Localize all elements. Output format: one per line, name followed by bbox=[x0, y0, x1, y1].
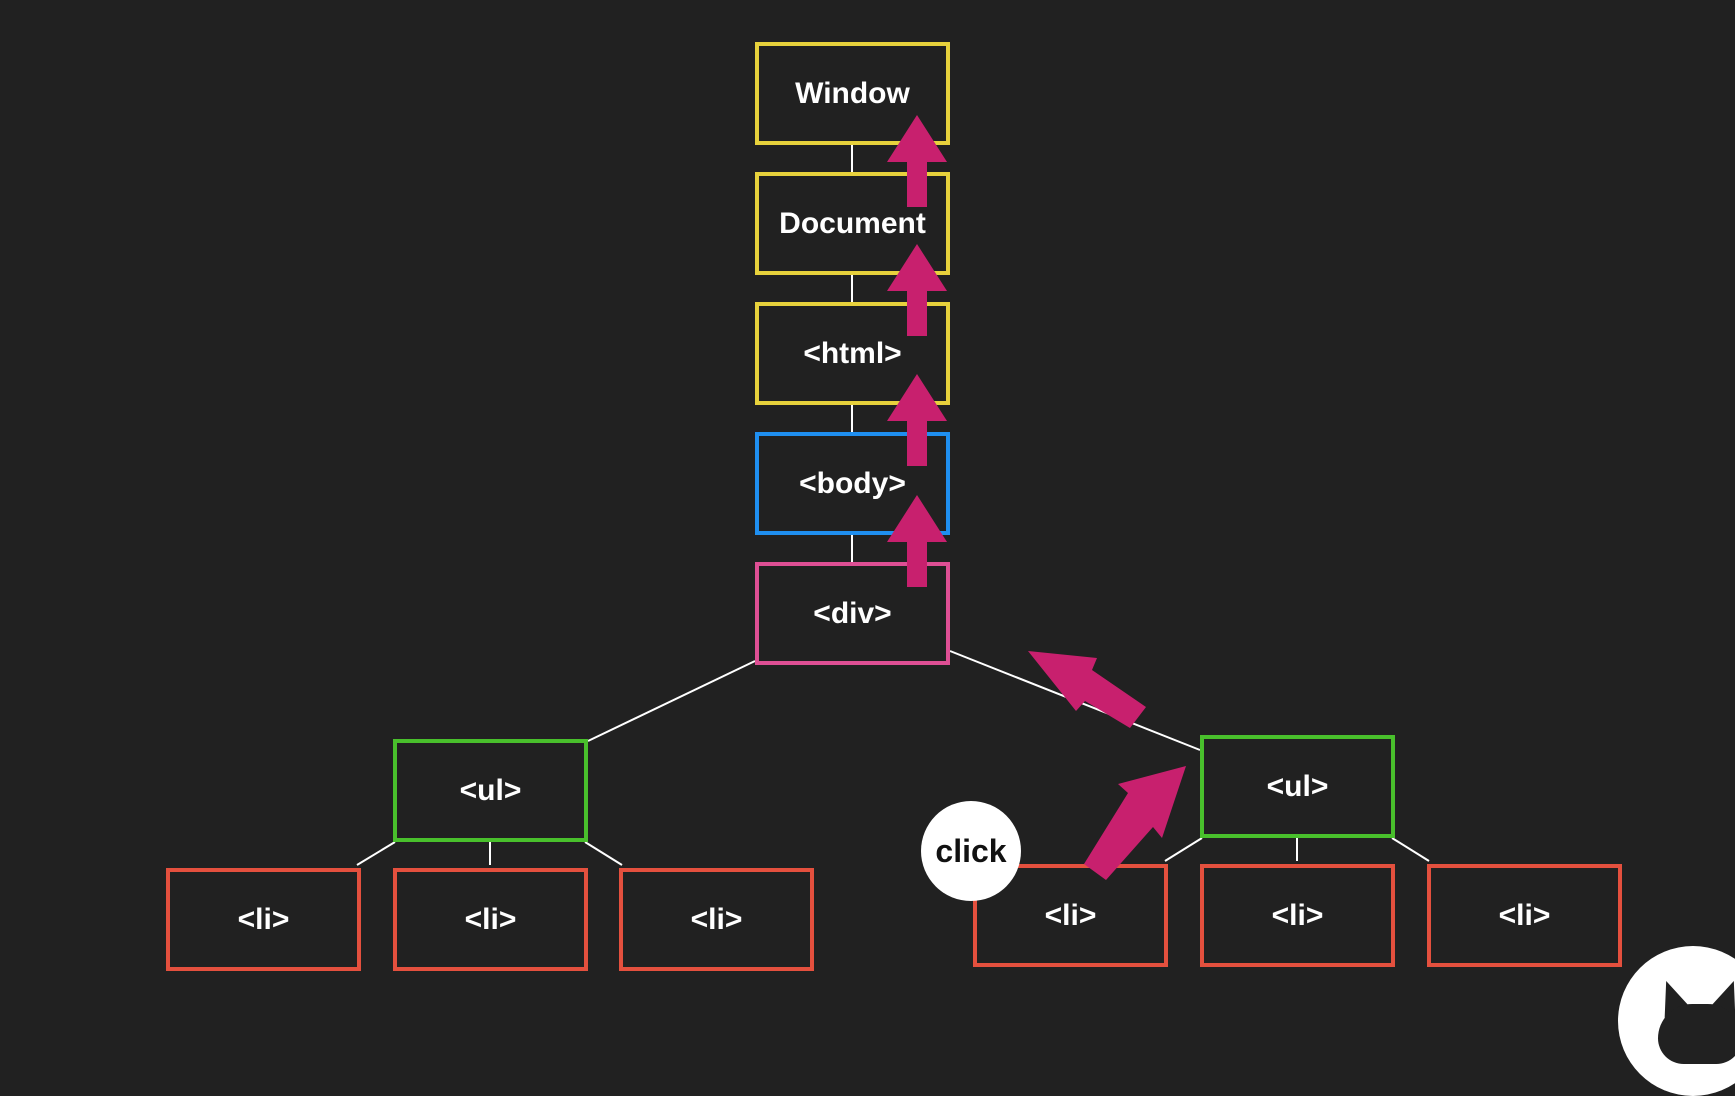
document-node: Document bbox=[755, 172, 950, 275]
event-bubbling-diagram: Window Document <html> <body> <div> <ul>… bbox=[166, 42, 1735, 1096]
li-node-left-3: <li> bbox=[619, 868, 814, 971]
ul-node-right: <ul> bbox=[1200, 735, 1395, 838]
click-badge: click bbox=[921, 801, 1021, 901]
html-node: <html> bbox=[755, 302, 950, 405]
li-node-left-1: <li> bbox=[166, 868, 361, 971]
bubble-arrow-document-to-window-icon bbox=[887, 115, 947, 207]
bubble-arrow-ul-to-div-icon bbox=[1028, 651, 1146, 728]
li-node-left-2: <li> bbox=[393, 868, 588, 971]
body-node: <body> bbox=[755, 432, 950, 535]
li-node-right-2: <li> bbox=[1200, 864, 1395, 967]
bubble-arrow-body-to-html-icon bbox=[887, 374, 947, 466]
connector-ul-right-li-3 bbox=[1391, 837, 1430, 862]
connector-ul-left-li-3 bbox=[584, 841, 623, 866]
bubble-arrow-div-to-body-icon bbox=[887, 495, 947, 587]
logo-face bbox=[1658, 1004, 1735, 1064]
div-node: <div> bbox=[755, 562, 950, 665]
connector-ul-right-li-1 bbox=[1164, 837, 1203, 862]
window-node: Window bbox=[755, 42, 950, 145]
bubble-arrow-li-to-ul-icon bbox=[1084, 766, 1186, 880]
bubbling-arrows bbox=[887, 115, 1186, 880]
connector-ul-left-li-1 bbox=[356, 841, 396, 866]
li-node-right-1: <li> bbox=[973, 864, 1168, 967]
li-node-right-3: <li> bbox=[1427, 864, 1622, 967]
ul-node-left: <ul> bbox=[393, 739, 588, 842]
bubble-arrow-html-to-document-icon bbox=[887, 244, 947, 336]
connector-div-ul-left bbox=[587, 660, 756, 742]
